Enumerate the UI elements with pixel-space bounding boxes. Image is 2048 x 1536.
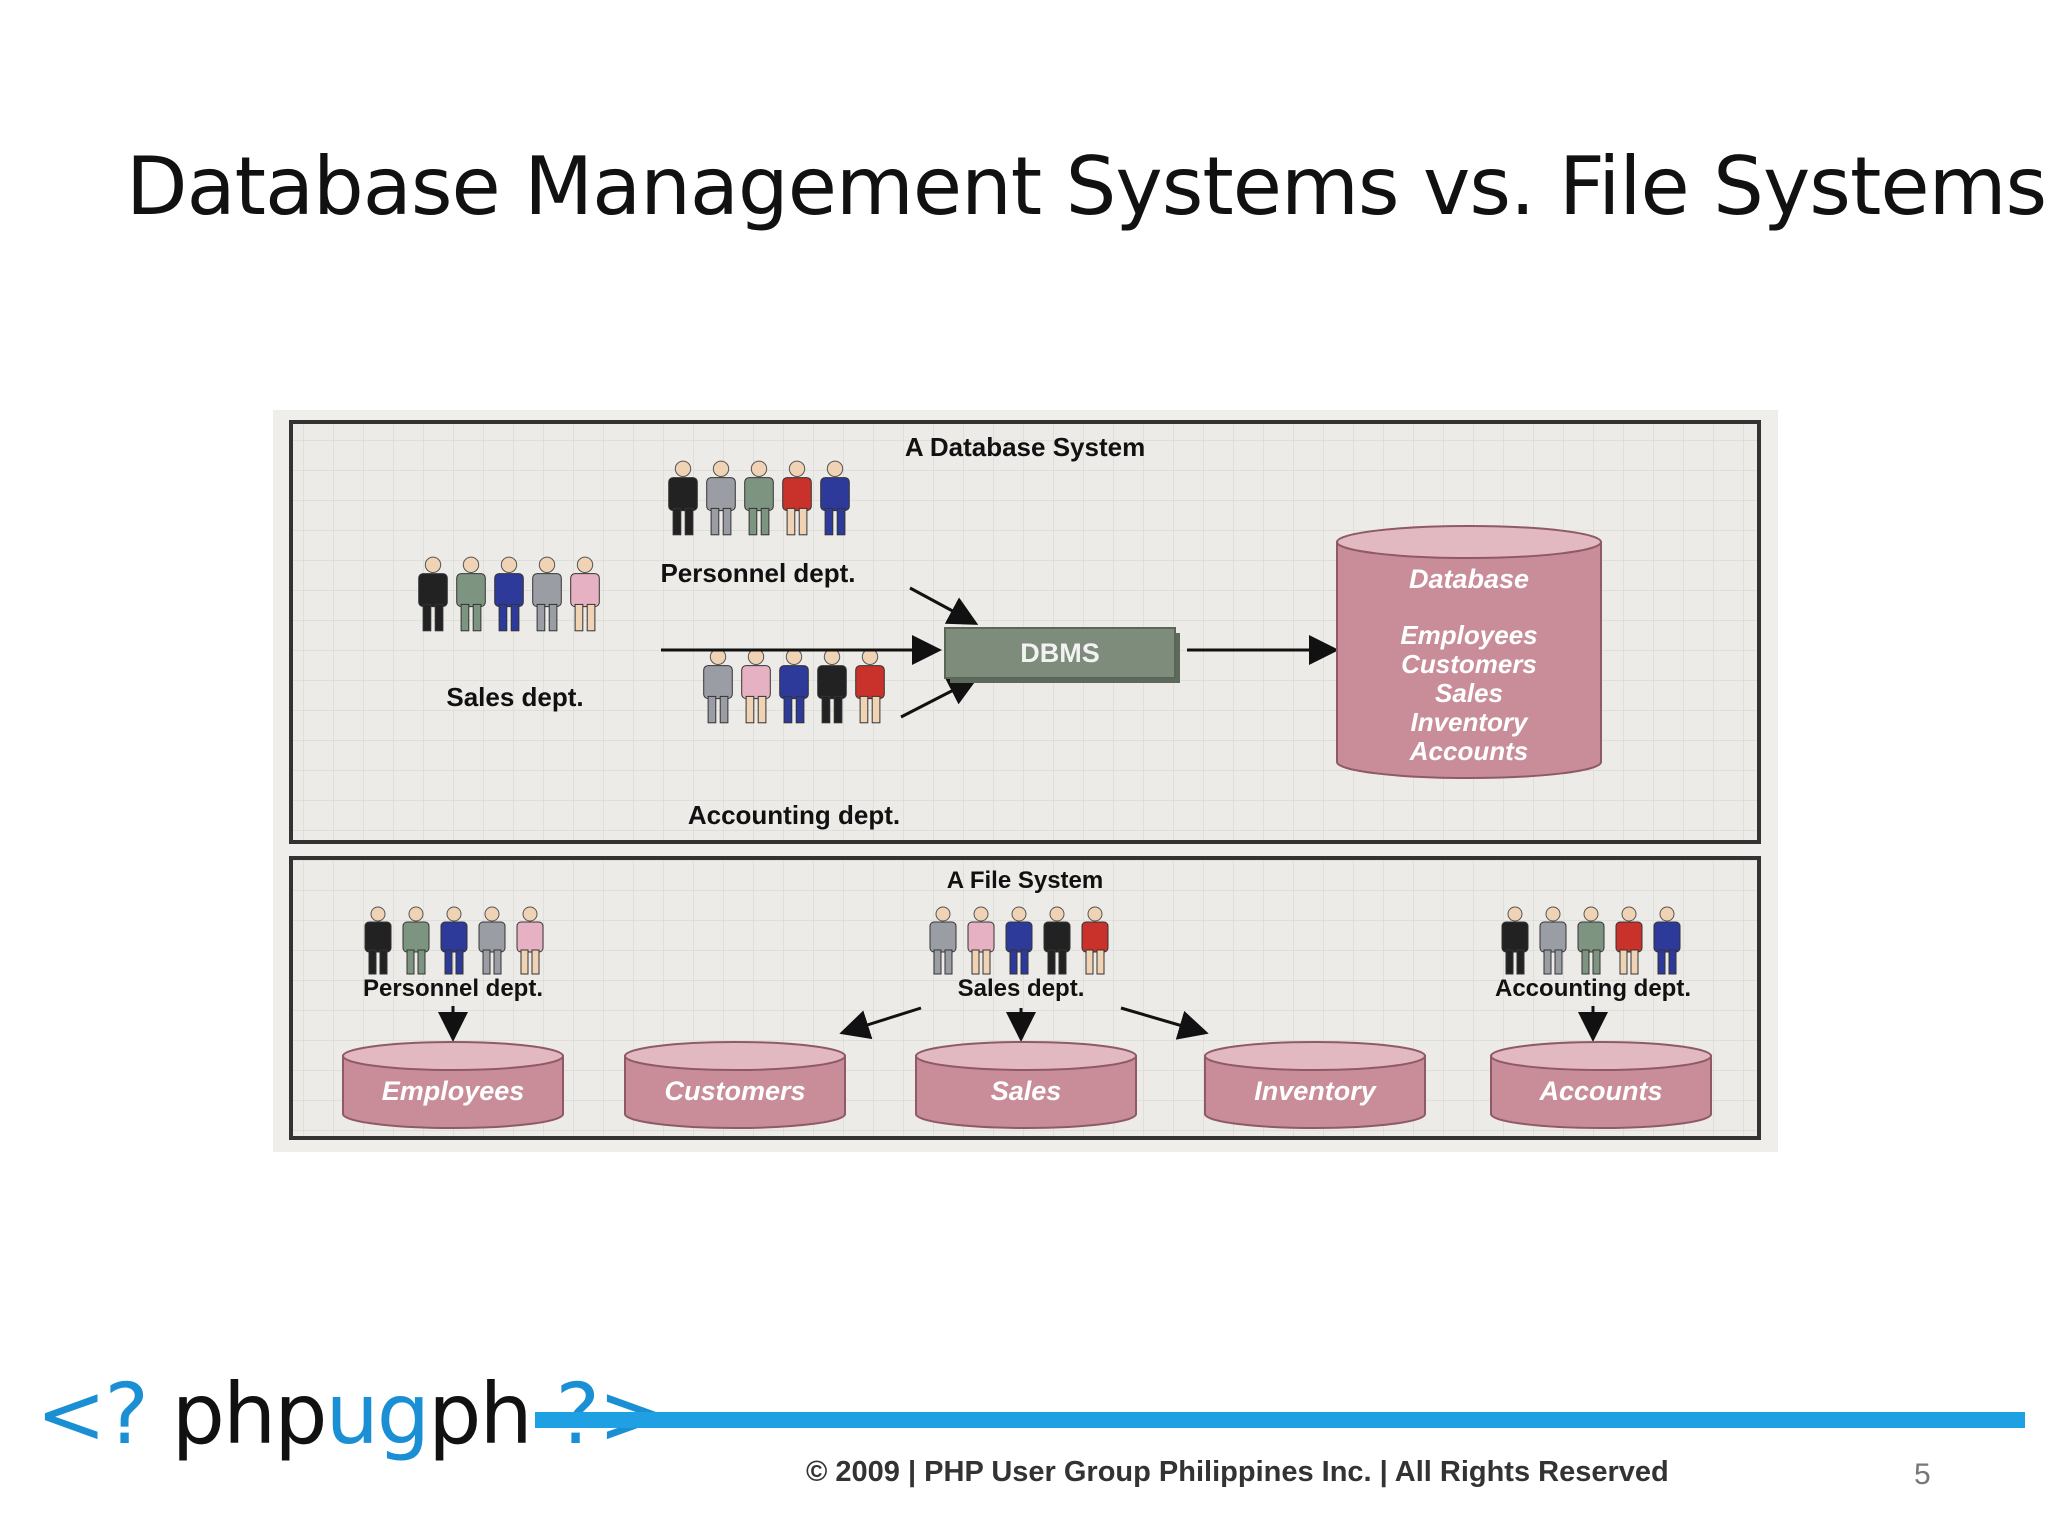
person-icon (402, 906, 430, 975)
person-icon (1043, 906, 1071, 975)
person-icon (779, 648, 809, 724)
logo-ph: ph (428, 1365, 533, 1463)
dbms-label: DBMS (1020, 638, 1100, 668)
fs-sales-label: Sales dept. (958, 975, 1085, 1002)
database-item: Employees (1400, 620, 1537, 650)
copyright-text: © 2009 | PHP User Group Philippines Inc.… (806, 1456, 1669, 1488)
person-icon (418, 556, 448, 632)
person-icon (967, 906, 995, 975)
file-cylinder-customers: Customers (624, 1041, 846, 1129)
accounting-group-icon (1501, 906, 1681, 975)
db-accounting-label: Accounting dept. (688, 800, 900, 830)
logo-php: php (171, 1365, 328, 1463)
personnel-group-icon (668, 460, 850, 536)
logo-open-bracket: <? (36, 1365, 149, 1463)
fs-personnel-label: Personnel dept. (363, 975, 543, 1002)
file-system-panel: A File System Personnel dept. Sales dept… (289, 856, 1761, 1140)
file-cylinder-employees: Employees (342, 1041, 564, 1129)
person-icon (820, 460, 850, 536)
slide-title: Database Management Systems vs. File Sys… (126, 140, 2047, 233)
footer-divider (535, 1412, 2025, 1428)
person-icon (855, 648, 885, 724)
person-icon (1615, 906, 1643, 975)
person-icon (1501, 906, 1529, 975)
db-sales-label: Sales dept. (446, 682, 583, 712)
file-cylinder-inventory: Inventory (1204, 1041, 1426, 1129)
database-title: Database (1409, 564, 1529, 594)
person-icon (1577, 906, 1605, 975)
database-item: Sales (1435, 678, 1503, 708)
accounting-group-icon (703, 648, 885, 724)
file-cylinder-accounts: Accounts (1490, 1041, 1712, 1129)
file-label: Sales (991, 1076, 1062, 1106)
person-icon (532, 556, 562, 632)
arrow-icon (839, 1006, 922, 1040)
file-label: Inventory (1254, 1076, 1378, 1106)
db-system-heading: A Database System (905, 432, 1145, 462)
dbms-box: DBMS (944, 627, 1180, 683)
person-icon (1081, 906, 1109, 975)
person-icon (456, 556, 486, 632)
person-icon (741, 648, 771, 724)
person-icon (744, 460, 774, 536)
arrow-icon (909, 586, 979, 625)
database-item: Accounts (1409, 736, 1528, 766)
person-icon (706, 460, 736, 536)
person-icon (668, 460, 698, 536)
database-cylinder: Database Employees Customers Sales Inven… (1336, 525, 1602, 779)
person-icon (929, 906, 957, 975)
person-icon (570, 556, 600, 632)
file-label: Customers (664, 1076, 805, 1106)
db-personnel-label: Personnel dept. (660, 558, 855, 588)
person-icon (1005, 906, 1033, 975)
sales-group-icon (929, 906, 1109, 975)
file-cylinder-sales: Sales (915, 1041, 1137, 1129)
person-icon (516, 906, 544, 975)
logo-ug: ug (325, 1365, 431, 1463)
page-number: 5 (1914, 1458, 1931, 1491)
person-icon (364, 906, 392, 975)
database-item: Customers (1401, 649, 1537, 679)
arrow-icon (1120, 1006, 1209, 1040)
fs-heading: A File System (947, 867, 1104, 894)
person-icon (1653, 906, 1681, 975)
database-item: Inventory (1410, 707, 1529, 737)
person-icon (478, 906, 506, 975)
file-label: Accounts (1538, 1076, 1662, 1106)
person-icon (440, 906, 468, 975)
arrow-icon (900, 677, 979, 719)
file-label: Employees (382, 1076, 525, 1106)
database-system-panel: A Database System Personnel dept. Sales … (289, 420, 1761, 844)
person-icon (1539, 906, 1567, 975)
dbms-vs-filesystem-diagram: A Database System Personnel dept. Sales … (273, 410, 1778, 1152)
person-icon (817, 648, 847, 724)
sales-group-icon (418, 556, 600, 632)
fs-accounting-label: Accounting dept. (1495, 975, 1691, 1002)
person-icon (494, 556, 524, 632)
person-icon (782, 460, 812, 536)
personnel-group-icon (364, 906, 544, 975)
